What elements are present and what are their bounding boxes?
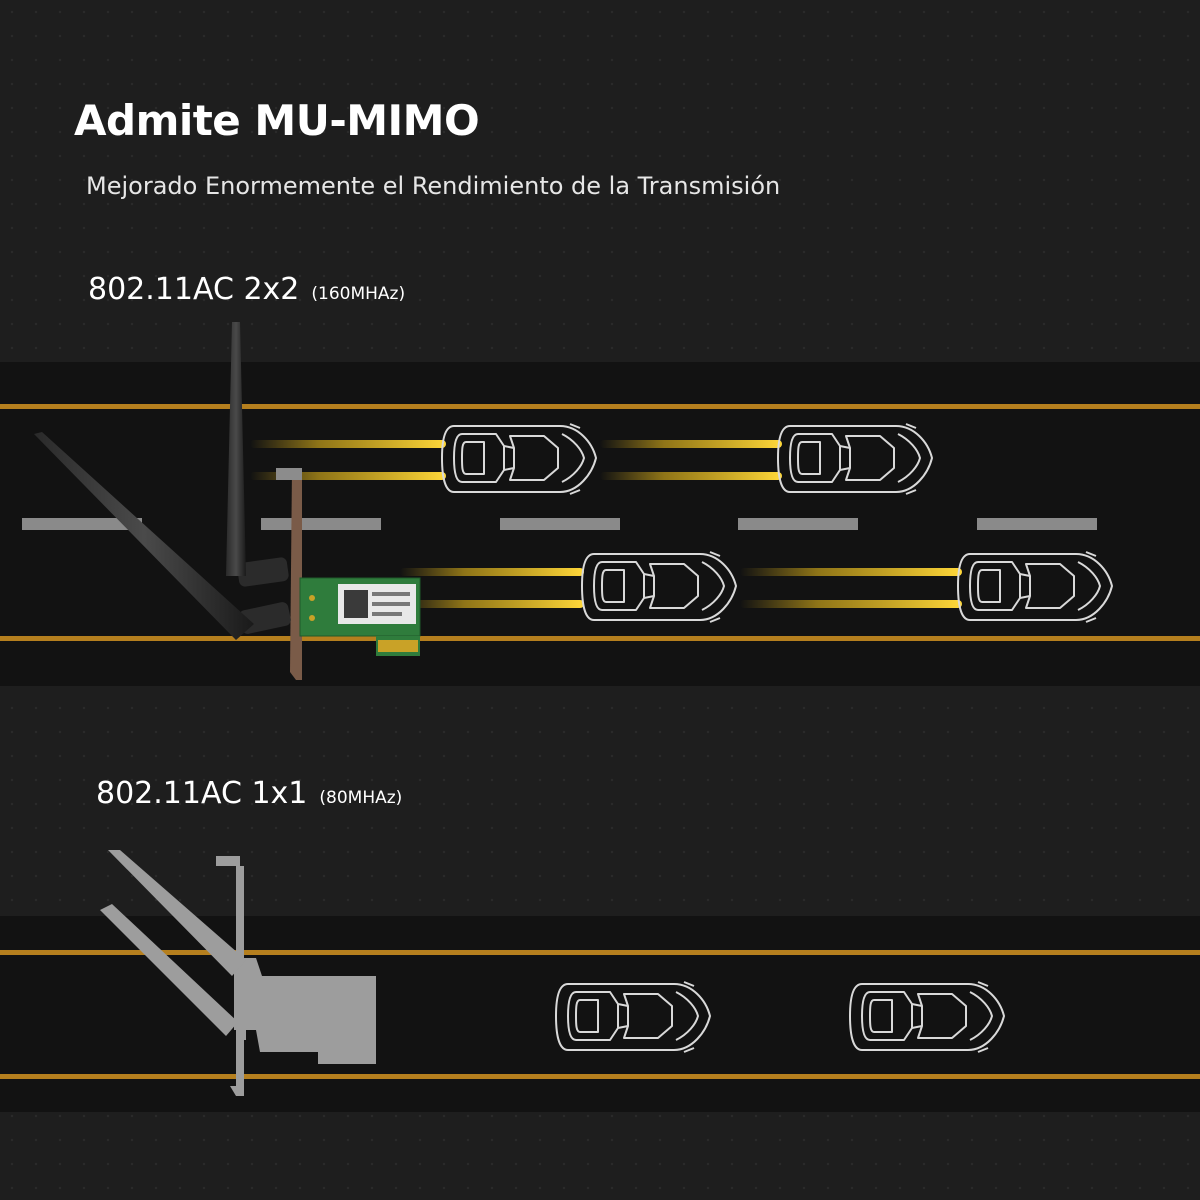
lane-heading-1x1: 802.11AC 1x1 (80MHAz) bbox=[96, 776, 402, 811]
lane-bandwidth: (80MHAz) bbox=[319, 788, 403, 808]
lane-bandwidth: (160MHAz) bbox=[311, 284, 406, 304]
car bbox=[441, 423, 597, 495]
car bbox=[957, 551, 1113, 623]
lane-standard: 802.11AC 2x2 bbox=[88, 272, 300, 307]
wifi-card-2x2-image bbox=[34, 322, 421, 680]
page-title: Admite MU-MIMO bbox=[74, 96, 480, 145]
car bbox=[555, 981, 711, 1053]
light-beams bbox=[250, 440, 962, 608]
lane-standard: 802.11AC 1x1 bbox=[96, 776, 308, 811]
car bbox=[849, 981, 1005, 1053]
lane-lines bbox=[0, 404, 1200, 1079]
road-lower bbox=[0, 916, 1200, 1112]
lane-heading-2x2: 802.11AC 2x2 (160MHAz) bbox=[88, 272, 405, 307]
car bbox=[581, 551, 737, 623]
page-subtitle: Mejorado Enormemente el Rendimiento de l… bbox=[86, 172, 781, 200]
car bbox=[777, 423, 933, 495]
wifi-card-1x1-image bbox=[100, 850, 376, 1096]
